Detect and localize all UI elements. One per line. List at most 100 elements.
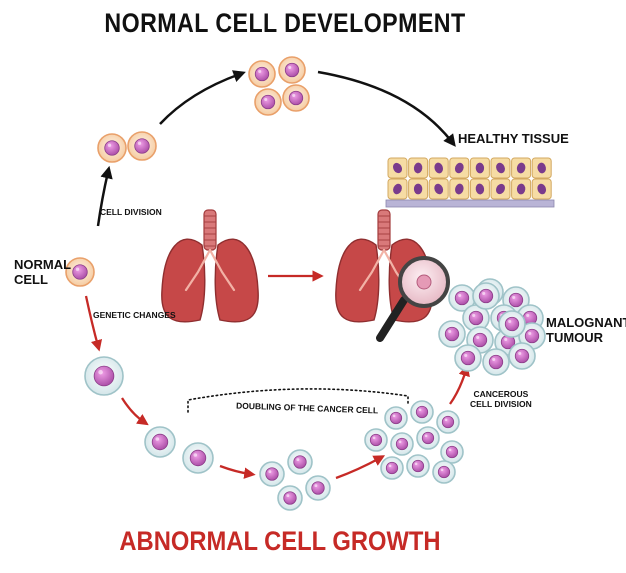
cancer-cell-icon [508,342,536,370]
normal-cell-icon [278,56,306,84]
nucleus-highlight [528,331,532,335]
tissue-nucleus [392,162,403,174]
cancer-cell-icon [410,400,434,424]
cancer-cell-group [84,356,464,511]
cell-nucleus [189,449,207,467]
cell-nucleus [134,138,150,154]
cell-nucleus [441,415,455,429]
left-lung [161,238,206,323]
nucleus-highlight [476,335,480,339]
cell-nucleus [151,433,169,451]
cell-nucleus [288,90,304,106]
tissue-nucleus [475,183,485,195]
bronchi [184,248,236,292]
doubling-bracket [187,388,409,413]
tissue-nucleus [537,183,547,195]
cancer-cell-icon [259,461,285,487]
nucleus-highlight [504,337,508,341]
tissue-nucleus [413,162,423,174]
tissue-nucleus [516,162,526,174]
cancer-cell-icon [380,456,404,480]
tissue-nucleus [434,162,444,174]
arrow-to-four-cells [159,70,246,125]
cell-nucleus [311,481,325,495]
cell-nucleus [504,316,520,332]
tissue-nucleus [516,183,526,195]
tissue-nucleus [393,183,402,195]
cell-nucleus [478,288,494,304]
tissue-base [385,199,555,208]
nucleus-highlight [137,141,142,145]
arrow-to-two-cancer-cells [121,397,149,426]
cancer-cell-icon [287,449,313,475]
arrow-to-many-cancer-cells [335,455,386,480]
nucleus-highlight [482,291,486,295]
tissue-nucleus [537,162,546,174]
nucleus-highlight [508,319,512,323]
cell-nucleus [454,290,470,306]
nucleus-highlight [448,329,452,333]
tissue-nucleus [454,162,464,174]
tumour-label: MALOGNANT TUMOUR [546,315,626,345]
nucleus-highlight [258,69,262,73]
cancer-cell-icon [364,428,388,452]
magnifying-glass-icon [376,256,450,342]
bronchi [358,248,410,292]
nucleus-highlight [107,143,112,147]
nucleus-highlight [444,418,448,422]
cancer-cell-icon [432,460,456,484]
cell-nucleus [468,310,484,326]
cell-nucleus [104,140,120,156]
cell-nucleus [524,328,540,344]
tumour-in-lens [416,274,432,290]
normal-cell-icon [248,60,276,88]
cell-nucleus [284,62,300,78]
cell-nucleus [445,445,459,459]
nucleus-highlight [98,369,103,375]
cancer-cell-icon [416,426,440,450]
tissue-nucleus [413,183,423,195]
cell-nucleus [415,405,429,419]
cancer-cell-icon [438,320,466,348]
cell-nucleus [254,66,270,82]
normal-cell-icon [282,84,310,112]
cell-nucleus [421,431,435,445]
cancer-cell-icon [440,440,464,464]
nucleus-highlight [464,353,468,357]
cell-nucleus [260,94,276,110]
right-lung [214,238,259,323]
normal-cell-icon [127,131,157,161]
arrow-to-four-cancer-cells [219,464,256,479]
cancer-cell-icon [518,322,546,350]
cell-nucleus [437,465,451,479]
cancer-cell-icon [84,356,124,396]
cell-nucleus [488,354,504,370]
cancer-cell-icon [454,344,482,372]
cancer-cell-icon [482,348,510,376]
magnifier-handle [376,296,408,342]
tissue-nucleus [434,183,444,195]
cancer-cell-icon [436,410,460,434]
cancer-cell-icon [406,454,430,478]
nucleus-highlight [314,484,318,488]
cancer-cell-icon [305,475,331,501]
tissue-nucleus [496,183,505,195]
cancer-cell-icon [498,310,526,338]
nucleus-highlight [388,464,392,468]
title-normal-cell-development: NORMAL CELL DEVELOPMENT [104,8,466,38]
cell-nucleus [72,264,88,280]
cell-nucleus [472,332,488,348]
nucleus-highlight [292,93,296,97]
nucleus-highlight [75,267,80,271]
flow-arrows [84,70,470,480]
arrow-to-division [96,165,113,227]
nucleus-highlight [193,453,198,457]
normal-cell-label: NORMAL CELL [14,257,72,287]
cell-nucleus [385,461,399,475]
cancer-cell-icon [277,485,303,511]
healthy-tissue-label: HEALTHY TISSUE [458,131,569,146]
genetic-changes-label: GENETIC CHANGES [93,310,176,320]
nucleus-highlight [512,295,516,299]
tissue-nucleus [475,162,485,174]
nucleus-highlight [398,440,402,444]
